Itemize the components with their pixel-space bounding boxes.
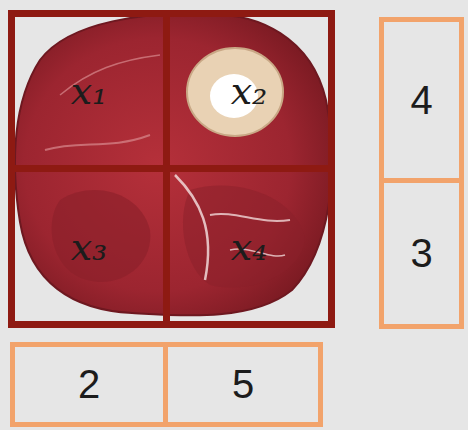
- marbling: [45, 135, 150, 150]
- grid-cell: x₁: [8, 10, 170, 172]
- variable-label: x₁: [71, 69, 108, 113]
- bone-ring: [187, 48, 283, 136]
- sum-number: 5: [232, 362, 254, 407]
- sum-number: 3: [410, 231, 432, 276]
- meat-patch: [52, 190, 151, 282]
- marbling: [210, 214, 290, 221]
- sum-box: 5: [163, 342, 323, 427]
- grid-cell: x₄: [163, 165, 335, 328]
- sum-box: 3: [379, 178, 464, 329]
- variable-label: x₂: [231, 69, 268, 113]
- grid-cell: x₂: [163, 10, 335, 172]
- variable-label: x₃: [71, 225, 108, 269]
- sum-box: 4: [379, 17, 464, 183]
- variable-label: x₄: [231, 225, 268, 269]
- sum-number: 2: [78, 362, 100, 407]
- marbling: [175, 175, 208, 280]
- grid-cell: x₃: [8, 165, 170, 328]
- meat-patch: [183, 186, 305, 288]
- sum-box: 2: [10, 342, 168, 427]
- sum-number: 4: [410, 78, 432, 123]
